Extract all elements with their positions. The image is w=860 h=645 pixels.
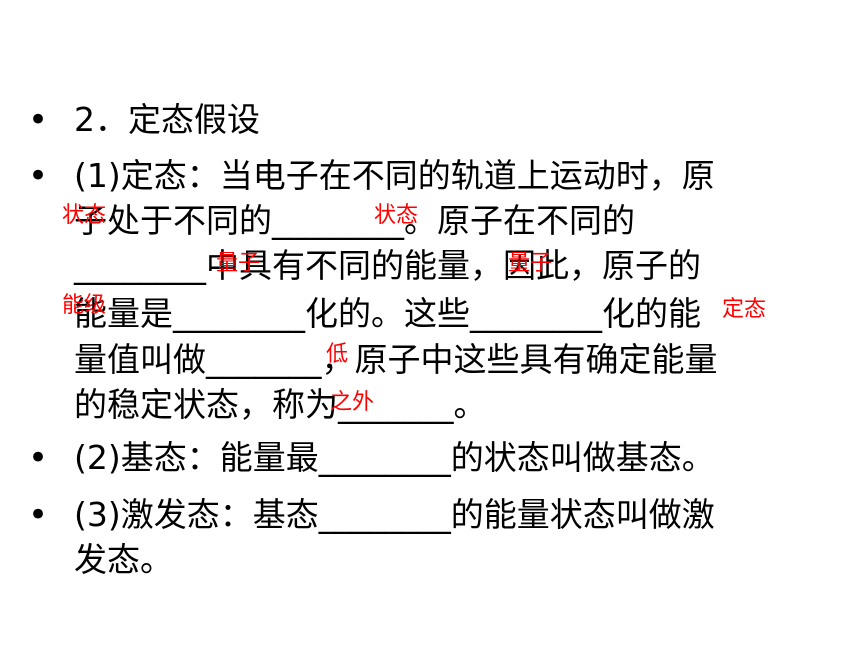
item2-line1: (2)基态：能量最________的状态叫做基态。	[74, 434, 715, 482]
text-segment: (1)定态：当电子在不同的轨道上运动时，原	[74, 156, 715, 195]
item3-line2: 发态。	[74, 536, 173, 584]
answer-label: 量子	[216, 251, 261, 276]
answer-label: 定态	[722, 297, 767, 322]
text-segment: (3)激发态：基态	[74, 495, 319, 534]
text-segment: 的稳定状态，称为	[74, 385, 338, 424]
blank-line: _______	[206, 340, 322, 379]
bullet-dot: •	[28, 156, 49, 196]
blank-line: ________	[318, 495, 451, 534]
item1-line4: 能量是________化的。这些________化的能	[74, 290, 701, 338]
item3-line1: (3)激发态：基态________的能量状态叫做激	[74, 491, 715, 539]
item1-line1: (1)定态：当电子在不同的轨道上运动时，原	[74, 152, 715, 200]
text-segment: 量值叫做	[74, 340, 206, 379]
text-segment: 的状态叫做基态。	[450, 438, 715, 477]
text-segment: 的能量状态叫做激	[450, 495, 715, 534]
answer-label: 之外	[330, 390, 375, 415]
text-segment: 子处于不同的	[74, 201, 272, 240]
bullet-dot: •	[28, 495, 49, 535]
answer-label: 低	[326, 342, 349, 367]
answer-label: 量子	[508, 251, 553, 276]
bullet-dot: •	[28, 100, 49, 140]
blank-line: _______	[338, 385, 454, 424]
item1-line6: 的稳定状态，称为_______。	[74, 381, 487, 429]
text-segment: 。	[453, 385, 487, 424]
answer-label: 能级	[62, 293, 107, 318]
blank-line: ________	[272, 201, 404, 240]
text-segment: 发态。	[74, 540, 173, 579]
item1-line5: 量值叫做_______，原子中这些具有确定能量	[74, 336, 718, 384]
text-segment: 中具有不同的能量，因此，原子的	[206, 246, 701, 285]
text-segment: 能量是	[74, 294, 173, 333]
text-segment: 化的。这些	[305, 294, 470, 333]
bullet-dot: •	[28, 438, 49, 478]
blank-line: ________	[470, 294, 602, 333]
text-segment: ，原子中这些具有确定能量	[321, 340, 718, 379]
text-segment: 。原子在不同的	[404, 201, 635, 240]
text-segment: 化的能	[602, 294, 701, 333]
blank-line: ________	[173, 294, 305, 333]
answer-label: 状态	[62, 203, 107, 228]
blank-line: ________	[318, 438, 451, 477]
answer-label: 状态	[374, 203, 419, 228]
section-title: 2．定态假设	[74, 100, 260, 139]
item1-line3: ________中具有不同的能量，因此，原子的	[74, 242, 701, 290]
item1-line2: 子处于不同的________。原子在不同的	[74, 197, 635, 245]
text-segment: (2)基态：能量最	[74, 438, 319, 477]
blank-line: ________	[74, 246, 206, 285]
